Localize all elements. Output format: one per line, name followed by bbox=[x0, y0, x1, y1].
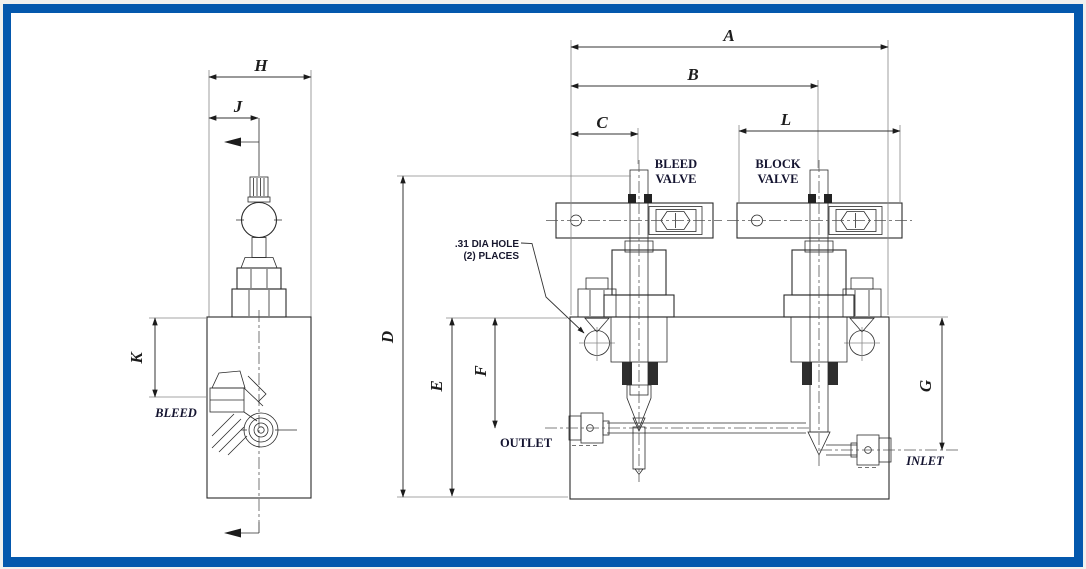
right-side-fitting bbox=[842, 277, 882, 318]
inlet-label: INLET bbox=[905, 454, 945, 468]
left-drilled-hole bbox=[579, 317, 615, 361]
needle-cone bbox=[626, 384, 652, 427]
section-arrow-top-icon bbox=[224, 137, 241, 147]
callouts: BLEED VALVE BLOCK VALVE OUTLET INLET .31… bbox=[455, 157, 945, 468]
centerlines bbox=[545, 160, 958, 482]
fitting-facets bbox=[589, 290, 605, 316]
dim-c: C bbox=[570, 113, 639, 164]
dim-label-f: F bbox=[471, 365, 490, 378]
dim-label-b: B bbox=[686, 65, 698, 84]
dim-label-k: K bbox=[127, 351, 146, 365]
dim-f: F bbox=[471, 317, 498, 429]
outlet-gallery-walls bbox=[607, 422, 806, 434]
h-extension-lines bbox=[208, 70, 312, 317]
extension-lines bbox=[397, 175, 631, 498]
dim-e: E bbox=[427, 317, 567, 497]
left-view: BLEED bbox=[154, 70, 312, 538]
port-bore-circle bbox=[257, 426, 265, 434]
hole-note: .31 DIA HOLE (2) PLACES bbox=[455, 239, 585, 334]
dim-label-e: E bbox=[427, 380, 446, 392]
hole-centerlines bbox=[844, 327, 880, 361]
fitting-hatch-lines bbox=[211, 413, 248, 456]
countersink bbox=[849, 317, 875, 333]
packing-left bbox=[802, 362, 812, 385]
hole-centerlines bbox=[579, 327, 615, 361]
stem-band-right bbox=[644, 194, 652, 203]
dim-label-c: C bbox=[596, 113, 608, 132]
outlet-label: OUTLET bbox=[500, 436, 553, 450]
dim-label-d: D bbox=[378, 331, 397, 344]
dim-label-a: A bbox=[722, 26, 734, 45]
countersink bbox=[584, 317, 610, 333]
block-valve-label-line1: BLOCK bbox=[755, 157, 800, 171]
section-arrow-bottom-icon bbox=[224, 528, 241, 538]
section-view bbox=[545, 160, 958, 500]
fitting-facets bbox=[854, 290, 870, 316]
dim-label-j: J bbox=[233, 97, 243, 116]
hex-base-facets bbox=[248, 290, 270, 316]
dim-label-l: L bbox=[780, 110, 791, 129]
dim-j: J bbox=[208, 97, 259, 121]
dim-k: K bbox=[127, 317, 207, 398]
bleed-port-fitting bbox=[209, 370, 297, 456]
right-drilled-hole bbox=[844, 317, 880, 361]
extension-lines bbox=[738, 125, 901, 202]
dim-l: L bbox=[738, 110, 901, 202]
needle-cone bbox=[807, 431, 831, 456]
dim-d: D bbox=[378, 175, 631, 498]
packing-left bbox=[622, 362, 632, 385]
dim-label-h: H bbox=[253, 56, 268, 75]
fitting-hex bbox=[577, 288, 617, 318]
hole-note-line2: (2) PLACES bbox=[463, 251, 519, 262]
inlet-passage-walls bbox=[826, 444, 857, 456]
hole-note-line1: .31 DIA HOLE bbox=[455, 239, 519, 250]
dim-h: H bbox=[208, 56, 312, 80]
left-side-fitting bbox=[577, 277, 617, 318]
block-valve-label-line2: VALVE bbox=[758, 172, 799, 186]
bleed-valve-label-line2: VALVE bbox=[656, 172, 697, 186]
manifold-block-section bbox=[569, 316, 890, 500]
fitting-hex bbox=[842, 288, 882, 318]
port-inner-circle bbox=[253, 422, 269, 438]
dim-g: G bbox=[890, 316, 948, 451]
bleed-port-label: BLEED bbox=[154, 406, 197, 420]
leader-line bbox=[520, 242, 585, 334]
dim-label-g: G bbox=[916, 379, 935, 392]
hex-bonnet-facets bbox=[250, 269, 268, 288]
port-mid-circle bbox=[248, 417, 274, 443]
packing-right bbox=[828, 362, 838, 385]
stem-band-left bbox=[628, 194, 636, 203]
dim-b: B bbox=[570, 65, 819, 168]
knurl-lines bbox=[253, 178, 265, 196]
bleed-valve-elevation bbox=[231, 176, 287, 318]
extension-lines bbox=[149, 317, 207, 398]
packing-right bbox=[648, 362, 658, 385]
stem-band-left bbox=[808, 194, 816, 203]
stem-band-right bbox=[824, 194, 832, 203]
bleed-valve-label-line1: BLEED bbox=[655, 157, 697, 171]
dimensions: A B C L D E bbox=[127, 26, 948, 498]
